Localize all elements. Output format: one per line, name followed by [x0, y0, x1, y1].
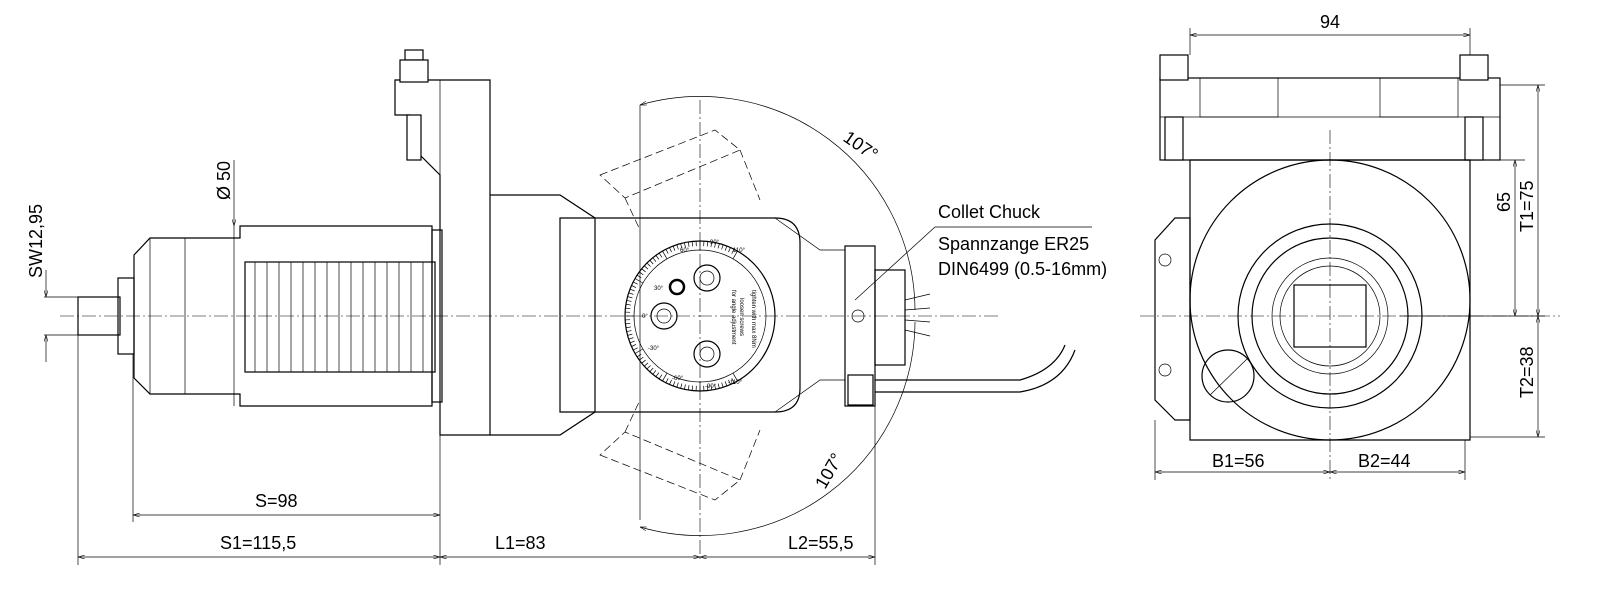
threaded-section [244, 261, 436, 373]
angle-top-label: 107° [840, 127, 882, 165]
coolant-hose [875, 344, 1076, 393]
dim-s1: S1=115,5 [220, 533, 296, 553]
spindle-housing-circle [1189, 159, 1471, 441]
collet-chuck-label: Collet Chuck [938, 202, 1041, 222]
dial-label: 60° [680, 248, 690, 254]
collet-spec-label: DIN6499 (0.5-16mm) [938, 259, 1107, 279]
dial-instruction: tighten with max 8Nm [750, 290, 756, 348]
side-block [1154, 217, 1191, 421]
swivel-position-top [599, 129, 761, 231]
dim-s: S=98 [255, 491, 298, 511]
angle-head-neck [490, 194, 596, 436]
drive-slot [1293, 284, 1367, 348]
dim-65: 65 [1494, 192, 1514, 212]
swivel-position-bottom [599, 399, 761, 501]
coolant-port [1201, 349, 1255, 403]
drive-shaft [77, 296, 121, 336]
dial-label: 0° [642, 314, 648, 320]
dial-label: 110° [733, 248, 746, 254]
dial-label: -60° [672, 376, 684, 382]
dim-diameter: Ø 50 [214, 161, 234, 200]
dial-instruction: loosen screws [738, 298, 744, 336]
collet-nut [844, 245, 876, 407]
dim-sw: SW12,95 [26, 204, 46, 278]
dim-t1: T1=75 [1517, 180, 1537, 232]
collet-spec-label: Spannzange ER25 [938, 234, 1089, 254]
dial-label: -30° [648, 346, 660, 352]
angle-arc-top [640, 96, 916, 311]
clamp-bolt-left [1159, 54, 1189, 161]
dim-b1: B1=56 [1212, 451, 1265, 471]
clamp-bolt-right [1459, 54, 1489, 161]
side-view: 90° 110° 60° 30° 0° -30° -60° -90° -110°… [26, 49, 1107, 565]
front-view: 94 65 T1=75 T2=38 B1=56 B2=44 [1140, 12, 1560, 480]
dim-b2: B2=44 [1358, 451, 1411, 471]
angle-head-housing [559, 217, 801, 413]
dim-l2: L2=55,5 [788, 533, 854, 553]
dial-label: -110° [728, 380, 743, 386]
dim-94: 94 [1320, 12, 1340, 32]
dim-l1: L1=83 [495, 533, 546, 553]
dial-instruction: for angle adjustment [730, 290, 736, 345]
spindle-body [133, 225, 433, 407]
dial-label: 90° [710, 240, 720, 246]
dial-label: 30° [654, 286, 664, 292]
clamp-bolt [399, 49, 429, 161]
callout-leader [854, 226, 1092, 301]
angle-arc-bottom [640, 321, 916, 536]
dial-label: -90° [705, 384, 717, 390]
angle-bottom-label: 107° [811, 450, 847, 492]
collet-chuck [874, 269, 906, 366]
dim-t2: T2=38 [1517, 346, 1537, 398]
